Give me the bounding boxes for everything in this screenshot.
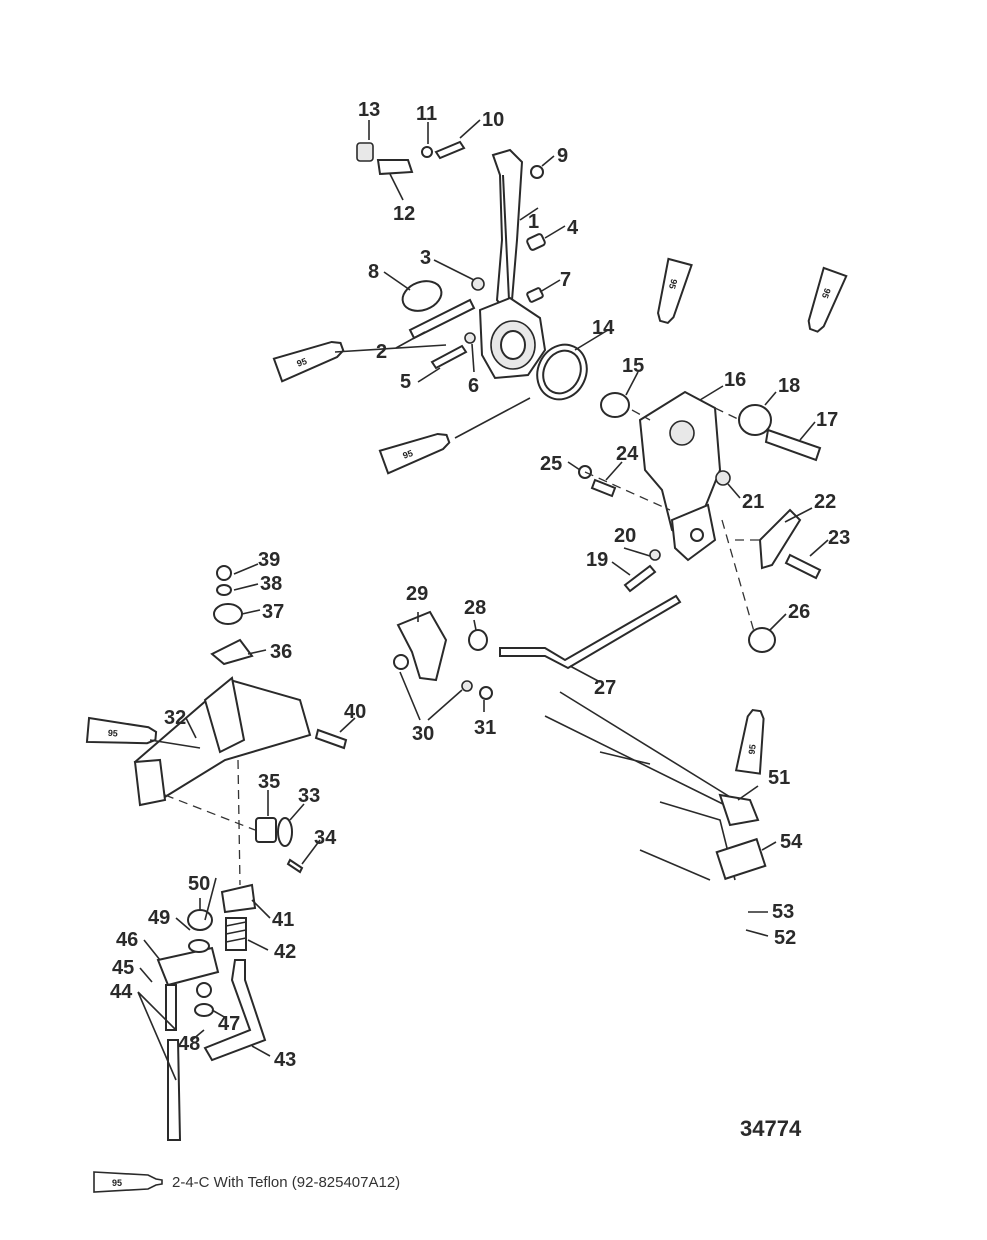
callout-54: 54 [780,831,803,853]
legend-text: 2-4-C With Teflon (92-825407A12) [172,1174,401,1191]
legend-tube-code: 95 [112,1178,122,1188]
control-rod-assembly [393,594,767,881]
throttle-bracket-assembly [578,390,822,653]
tube-code-label: 95 [107,728,118,739]
callout-8: 8 [368,261,379,283]
callout-28: 28 [464,597,486,619]
callout-14: 14 [592,317,615,339]
callout-17: 17 [816,409,838,431]
callout-32: 32 [164,707,186,729]
washer-part [401,280,443,312]
callout-33: 33 [298,785,320,807]
callout-45: 45 [112,957,134,979]
callout-3: 3 [420,247,431,269]
tube-code-label: 95 [295,356,308,369]
callout-49: 49 [148,907,170,929]
tube-code-label: 95 [401,448,414,461]
callout-40: 40 [344,701,366,723]
tube-code-label: 95 [747,744,758,755]
shift-lever-assembly [356,140,588,401]
cam-part [396,610,448,682]
callout-29: 29 [406,583,428,605]
callout-24: 24 [616,443,639,465]
legend-tube-icon: 95 [93,1171,163,1193]
callout-12: 12 [393,203,415,225]
callout-5: 5 [400,371,411,393]
arm-part [156,946,220,987]
callout-13: 13 [358,99,380,121]
callout-26: 26 [788,601,810,623]
drawing-reference-number: 34774 [740,1116,802,1141]
callout-35: 35 [258,771,280,793]
bolt-part [408,298,476,340]
control-rod-part [499,594,682,670]
callout-42: 42 [274,941,296,963]
callout-2: 2 [376,341,387,363]
callout-25: 25 [540,453,562,475]
callout-38: 38 [260,573,282,595]
callout-20: 20 [614,525,636,547]
callout-11: 11 [416,103,437,125]
callout-27: 27 [594,677,616,699]
callout-37: 37 [262,601,284,623]
callout-23: 23 [828,527,850,549]
tube-code-label: 95 [667,278,679,290]
leader-lines [137,119,829,1081]
tube-code-label: 95 [820,287,833,300]
callout-1: 1 [528,211,539,233]
callout-19: 19 [586,549,608,571]
callout-15: 15 [622,355,644,377]
callout-numbers: 1 2 3 4 5 6 7 8 9 10 11 12 13 14 15 16 1… [110,99,850,1071]
callout-22: 22 [814,491,836,513]
callout-47: 47 [218,1013,240,1035]
callout-50: 50 [188,873,210,895]
callout-43: 43 [274,1049,296,1071]
callout-48: 48 [178,1033,200,1055]
callout-6: 6 [468,375,479,397]
callout-7: 7 [560,269,571,291]
callout-46: 46 [116,929,138,951]
callout-53: 53 [772,901,794,923]
callout-30: 30 [412,723,434,745]
callout-52: 52 [774,927,796,949]
callout-39: 39 [258,549,280,571]
callout-21: 21 [742,491,764,513]
callout-18: 18 [778,375,800,397]
callout-31: 31 [474,717,496,739]
callout-16: 16 [724,369,746,391]
callout-9: 9 [557,145,568,167]
callout-34: 34 [314,827,337,849]
left-bracket-assembly [133,565,348,1141]
callout-41: 41 [272,909,294,931]
callout-4: 4 [567,217,579,239]
callout-51: 51 [768,767,790,789]
lubricant-tubes: 95 95 95 95 95 95 [85,257,848,775]
callout-36: 36 [270,641,292,663]
callout-44: 44 [110,981,133,1003]
callout-10: 10 [482,109,504,131]
